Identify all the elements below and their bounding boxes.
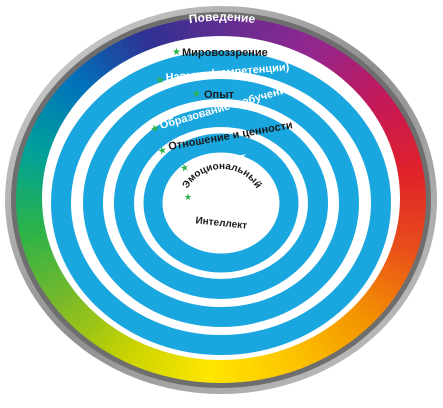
star-icon: ★ xyxy=(157,145,169,158)
star-icon: ★ xyxy=(179,162,190,175)
star-icon: ★ xyxy=(149,122,161,136)
star-icon: ★ xyxy=(184,192,192,202)
ring-4 xyxy=(143,133,299,273)
ring-1 xyxy=(51,51,391,355)
star-icon: ★ xyxy=(172,47,181,58)
label-behavior: Поведение xyxy=(188,10,257,27)
label-intellect-center: Интеллект xyxy=(195,215,248,231)
center-disk xyxy=(176,163,266,243)
label-experience: Опыт xyxy=(204,89,235,101)
star-icon: ★ xyxy=(192,89,201,100)
label-worldview: Мировоззрение xyxy=(182,47,268,59)
ring-3 xyxy=(114,107,328,299)
ring-2 xyxy=(83,79,359,327)
star-icon: ★ xyxy=(155,75,165,87)
